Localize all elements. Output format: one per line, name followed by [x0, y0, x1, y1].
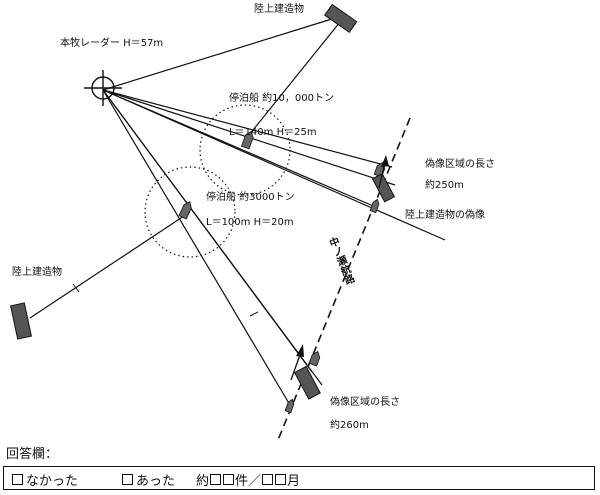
option-yes-label: あった	[136, 474, 176, 489]
lower-image-structure-icon	[293, 365, 321, 400]
tick-left	[72, 283, 80, 293]
radar-false-echo-diagram: 陸上建造物 本牧レーダー H＝57m 停泊船 約10，000トン L＝140m …	[10, 2, 495, 440]
radar-icon	[84, 70, 122, 106]
ship-small-label: 停泊船 約3000トン	[206, 190, 295, 203]
ship-small-range-circle	[144, 166, 236, 258]
ship-small-dims: L＝100m H＝20m	[206, 217, 294, 228]
approx-label: 約	[196, 474, 210, 489]
upper-direction-arrow-icon	[378, 155, 389, 189]
count-month-entry: 約 件／ 月	[196, 470, 300, 489]
ray-lower-1	[102, 89, 291, 406]
month-unit-label: 月	[287, 474, 301, 489]
channel-label: 中ノ瀬航路	[325, 235, 356, 288]
ship-large-icon	[240, 130, 254, 150]
option-none[interactable]: なかった	[12, 470, 78, 489]
ray-lower-3	[102, 89, 323, 386]
land-structure-left-icon	[10, 302, 32, 340]
ship-large-dims: L＝140m H＝25m	[229, 127, 317, 138]
tick-lower-ray	[249, 311, 259, 317]
option-yes-checkbox[interactable]	[122, 474, 133, 485]
count-digit-2-field[interactable]	[223, 474, 235, 485]
answer-section: 回答欄：	[0, 440, 600, 495]
answer-title: 回答欄：	[6, 447, 59, 462]
ship-large-range-circle	[199, 104, 291, 196]
count-unit-label: 件／	[235, 474, 262, 489]
lower-direction-arrow-icon	[290, 344, 304, 381]
radar-label: 本牧レーダー H＝57m	[60, 36, 163, 49]
lower-image-ship-upper-icon	[308, 350, 321, 367]
count-digit-1-field[interactable]	[210, 474, 222, 485]
image-zone-upper-label: 偽像区域の長さ	[425, 157, 495, 170]
channel-boundary-dashed-line	[277, 117, 411, 440]
month-digit-1-field[interactable]	[262, 474, 274, 485]
upper-image-structure-icon	[371, 173, 396, 203]
image-zone-lower-length: 約260m	[330, 418, 369, 431]
option-none-checkbox[interactable]	[12, 474, 23, 485]
ship-large-label: 停泊船 約10，000トン	[229, 91, 334, 104]
land-structure-top-icon	[324, 3, 358, 34]
answer-box: なかった あった 約 件／ 月	[3, 466, 595, 490]
option-yes[interactable]: あった	[122, 470, 175, 489]
month-digit-2-field[interactable]	[275, 474, 287, 485]
upper-image-ship-lower-icon	[369, 198, 380, 214]
land-structure-top-label: 陸上建造物	[254, 2, 304, 15]
lower-image-ship-lower-icon	[284, 398, 295, 414]
land-structure-top-ray	[244, 21, 341, 141]
ship-small-icon	[178, 201, 192, 220]
image-zone-lower-label: 偽像区域の長さ	[330, 395, 400, 408]
land-structure-left-label: 陸上建造物	[12, 265, 62, 278]
land-structure-image-label: 陸上建造物の偽像	[405, 208, 485, 221]
image-zone-upper-length: 約250m	[425, 178, 464, 191]
line-to-land-structure-top	[102, 17, 336, 91]
option-none-label: なかった	[26, 474, 79, 489]
ray-to-upper-image	[102, 89, 379, 209]
line-to-land-structure-left	[29, 211, 191, 319]
ray-upper-1	[102, 89, 393, 168]
